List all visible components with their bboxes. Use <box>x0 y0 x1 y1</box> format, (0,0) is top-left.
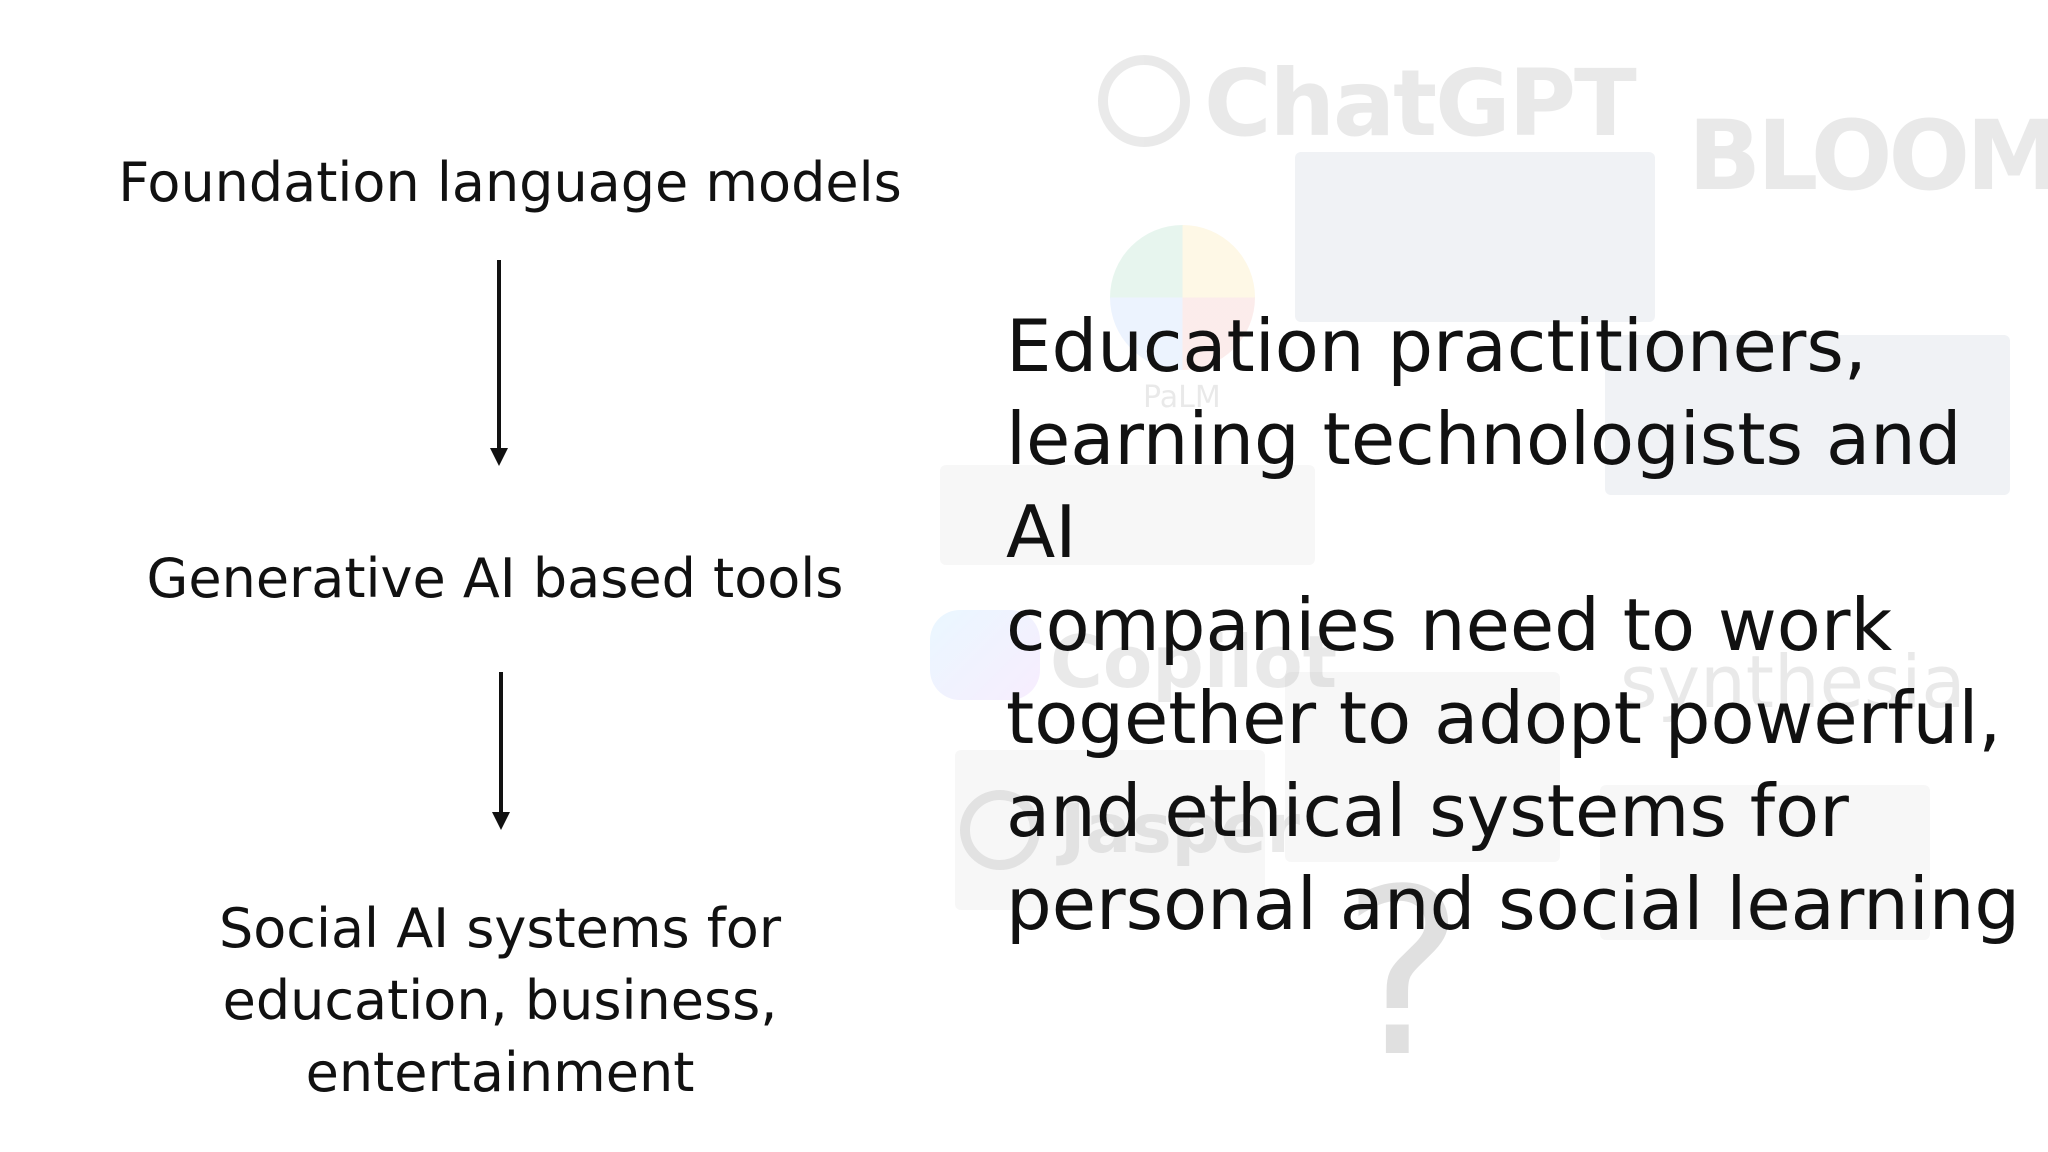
faded-screenshot-panel <box>1295 152 1655 322</box>
openai-knot-icon <box>1098 55 1190 147</box>
jasper-wordmark: Jasper <box>1060 790 1300 869</box>
bloom-logo: BLOOM <box>1668 70 2048 220</box>
chatgpt-logo: ChatGPT <box>1098 50 1637 157</box>
faded-screenshot-panel <box>1600 785 1930 940</box>
down-arrow <box>486 670 516 832</box>
faded-screenshot-panel <box>940 465 1315 565</box>
node-foundation-models: Foundation language models <box>118 151 902 214</box>
synthesia-logo: synthesia <box>1620 640 1966 724</box>
pinwheel-icon <box>1110 225 1255 370</box>
question-mark: ? <box>1342 841 1465 1108</box>
chatgpt-wordmark: ChatGPT <box>1204 50 1637 157</box>
faded-screenshot-panel <box>1605 335 2010 495</box>
jasper-icon <box>960 790 1040 870</box>
bloom-wordmark: BLOOM <box>1688 100 2048 212</box>
faded-screenshot-panel <box>1285 672 1560 862</box>
down-arrow <box>484 258 514 468</box>
copilot-wordmark: Copilot <box>1050 620 1338 704</box>
copilot-icon <box>930 610 1040 700</box>
key-statement: Education practitioners, learning techno… <box>1006 304 2021 946</box>
node-generative-ai-tools: Generative AI based tools <box>146 547 844 610</box>
node-social-ai-systems: Social AI systems for education, busines… <box>218 897 782 1104</box>
palm-logo: PaLM <box>1143 380 1221 415</box>
